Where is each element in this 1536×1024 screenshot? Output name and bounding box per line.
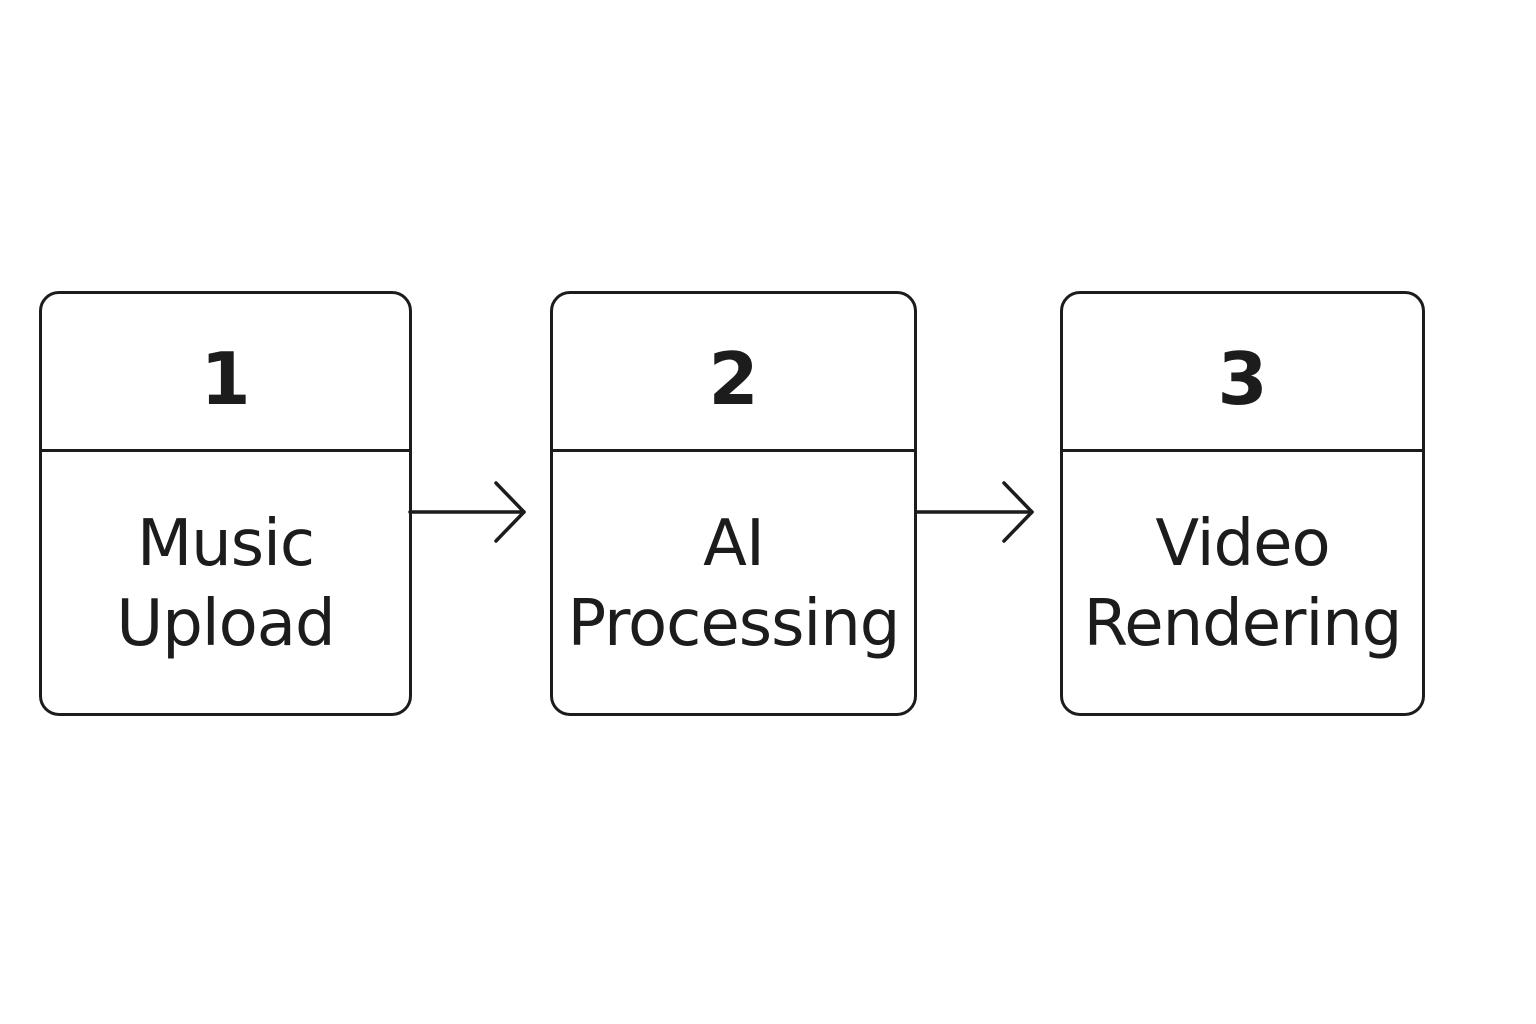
step-label-line: Upload xyxy=(116,587,335,661)
step-label-line: Rendering xyxy=(1083,587,1403,661)
step-box-video-rendering: 3 Video Rendering xyxy=(1060,291,1425,716)
step-number: 1 xyxy=(42,294,409,452)
step-number: 3 xyxy=(1063,294,1422,452)
step-label-line: AI xyxy=(703,507,765,581)
step-label-line: Music xyxy=(136,507,315,581)
step-label: Video Rendering xyxy=(1063,452,1422,713)
step-label-line: Video xyxy=(1155,507,1330,581)
arrow-right-icon xyxy=(408,480,530,544)
step-label: AI Processing xyxy=(553,452,914,713)
step-box-music-upload: 1 Music Upload xyxy=(39,291,412,716)
step-label: Music Upload xyxy=(42,452,409,713)
step-label-line: Processing xyxy=(567,587,901,661)
step-number: 2 xyxy=(553,294,914,452)
step-box-ai-processing: 2 AI Processing xyxy=(550,291,917,716)
arrow-right-icon xyxy=(914,480,1038,544)
